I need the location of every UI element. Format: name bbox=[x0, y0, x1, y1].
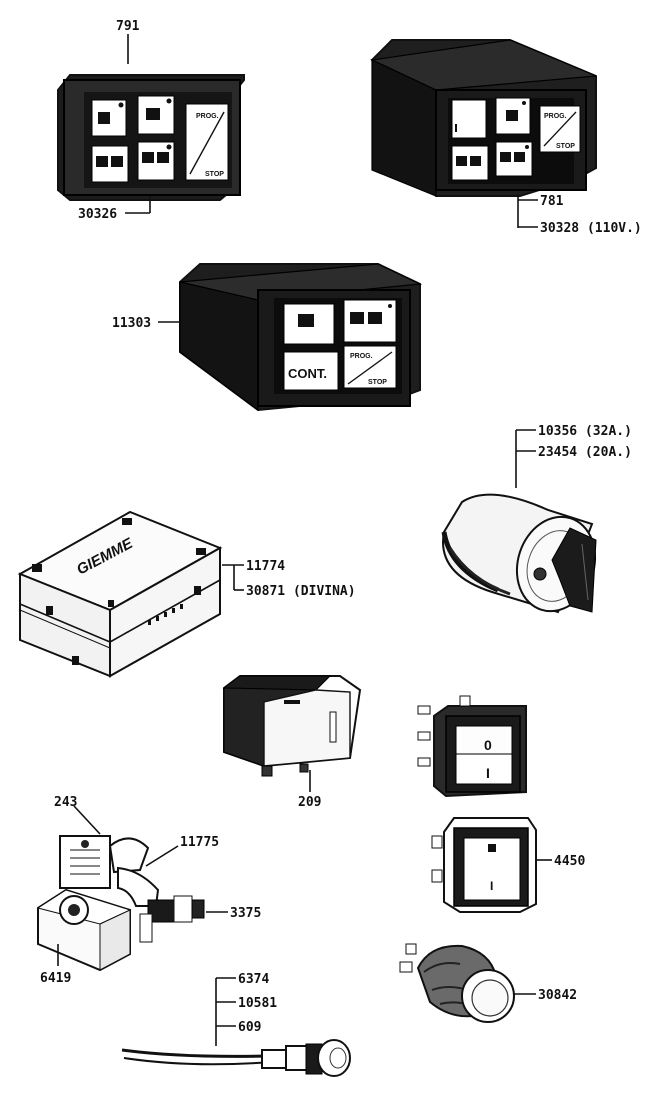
keypad-11303: CONT. PROG. STOP bbox=[179, 263, 423, 412]
part-number-23454: 23454 (20A.) bbox=[538, 445, 632, 460]
part-number-791: 791 bbox=[116, 19, 140, 34]
part-number-6374: 6374 bbox=[238, 972, 269, 987]
stop-key-label: STOP bbox=[556, 143, 575, 150]
rocker-switch-4450: I bbox=[431, 817, 537, 913]
part-number-3375: 3375 bbox=[230, 906, 261, 921]
rotary-selector-switch bbox=[441, 493, 597, 614]
indicator-light bbox=[399, 943, 515, 1023]
pressure-switch bbox=[222, 675, 362, 777]
part-number-209: 209 bbox=[298, 795, 321, 810]
on-mark: I bbox=[490, 879, 493, 893]
cont-key-label: CONT. bbox=[288, 366, 327, 381]
prog-key-label: PROG. bbox=[196, 113, 219, 120]
part-number-30871: 30871 (DIVINA) bbox=[246, 584, 356, 599]
stop-key-label: STOP bbox=[205, 171, 224, 178]
part-number-30328: 30328 (110V.) bbox=[540, 221, 642, 236]
part-number-10581: 10581 bbox=[238, 996, 277, 1011]
part-number-30842: 30842 bbox=[538, 988, 577, 1003]
solenoid-valve-assembly bbox=[36, 835, 205, 972]
keypad-791: PROG. STOP bbox=[57, 74, 245, 201]
on-mark: I bbox=[486, 765, 490, 781]
part-number-6419: 6419 bbox=[40, 971, 71, 986]
part-number-781: 781 bbox=[540, 194, 564, 209]
prog-key-label: PROG. bbox=[350, 353, 373, 360]
part-number-30326: 30326 bbox=[78, 207, 117, 222]
part-number-11774: 11774 bbox=[246, 559, 285, 574]
part-number-609: 609 bbox=[238, 1020, 261, 1035]
part-number-11775: 11775 bbox=[180, 835, 219, 850]
part-number-10356: 10356 (32A.) bbox=[538, 424, 632, 439]
stop-key-label: STOP bbox=[368, 379, 387, 386]
part-number-11303: 11303 bbox=[112, 316, 151, 331]
rocker-switch-0-i: 0 I bbox=[417, 695, 527, 798]
off-mark: 0 bbox=[484, 737, 492, 753]
part-number-243: 243 bbox=[54, 795, 77, 810]
keypad-781: PROG. STOP bbox=[369, 39, 597, 197]
temperature-probe-with-cable bbox=[121, 1039, 351, 1077]
part-number-4450: 4450 bbox=[554, 854, 585, 869]
electronic-control-box: GIEMME bbox=[17, 510, 223, 678]
prog-key-label: PROG. bbox=[544, 113, 567, 120]
